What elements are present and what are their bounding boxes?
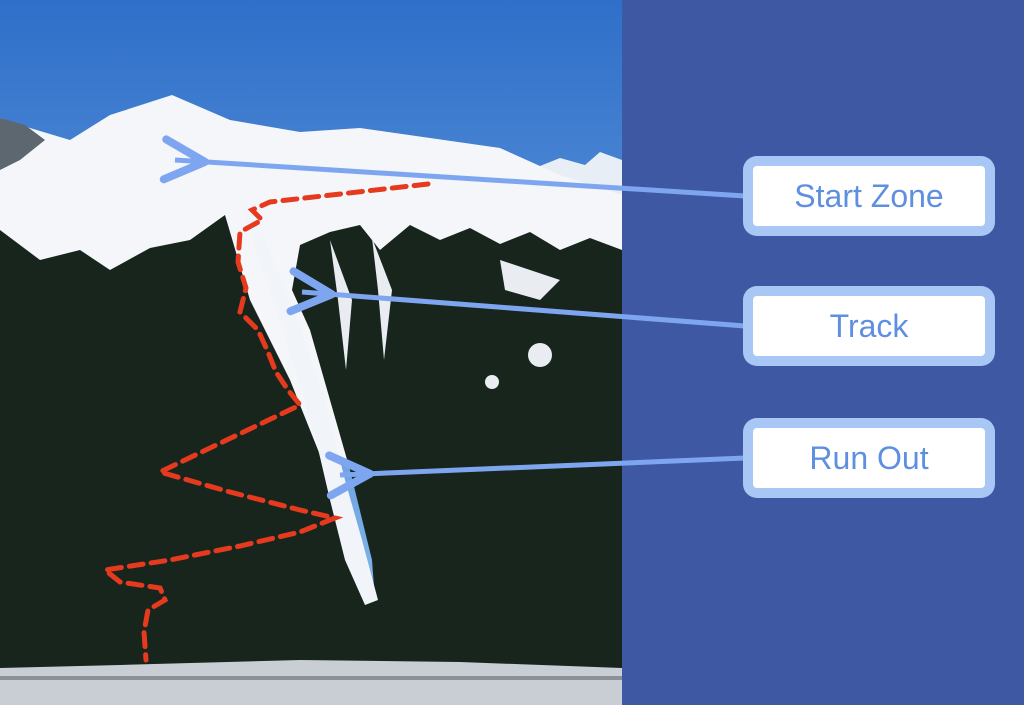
avalanche-track — [240, 200, 378, 605]
track-label: Track — [743, 286, 995, 366]
start-zone-arrow — [159, 135, 746, 199]
rock-ridge — [0, 118, 45, 170]
snow-patch — [485, 375, 499, 389]
start-zone-label: Start Zone — [743, 156, 995, 236]
track-text: Track — [753, 296, 985, 356]
valley-floor — [0, 660, 622, 705]
start-zone-text: Start Zone — [753, 166, 985, 226]
road — [0, 676, 622, 680]
run-out-text: Run Out — [753, 428, 985, 488]
mountain-photo — [0, 0, 622, 705]
track-arrow — [286, 267, 746, 329]
snow-patch — [528, 343, 552, 367]
run-out-arrow — [325, 451, 746, 500]
forest — [0, 215, 622, 705]
snow-patch — [500, 260, 560, 300]
route-line — [98, 181, 431, 663]
run-out-label: Run Out — [743, 418, 995, 498]
